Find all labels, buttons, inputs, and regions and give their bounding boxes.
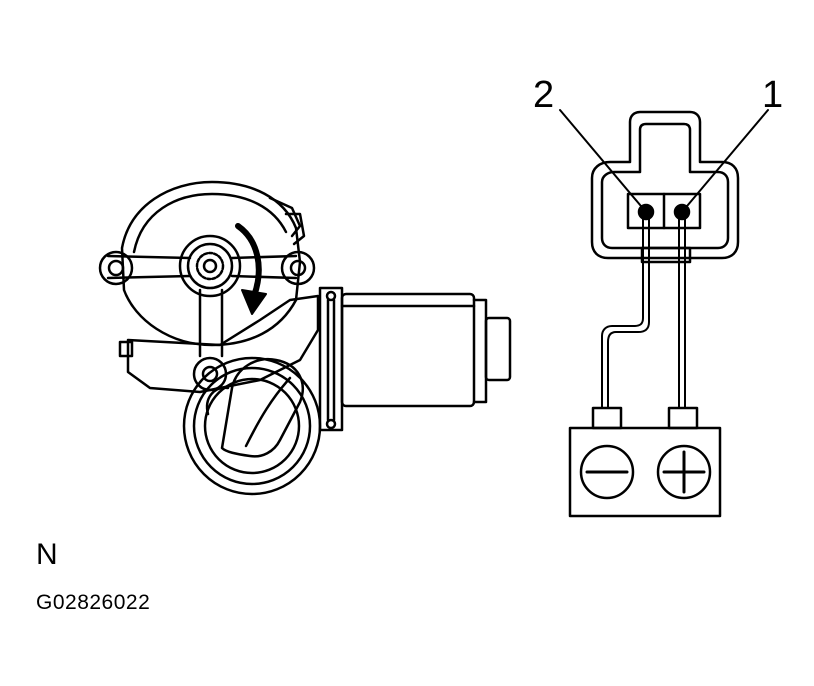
output-shaft <box>178 234 242 298</box>
view-letter: N <box>36 538 58 571</box>
pin-2-label: 2 <box>533 74 555 116</box>
battery-terminal-negative <box>591 406 623 430</box>
gear-cover <box>120 180 302 347</box>
battery <box>568 406 722 518</box>
mounting-hole-left <box>98 250 134 286</box>
leader-line-1 <box>681 109 769 213</box>
battery-body <box>568 426 722 518</box>
figure-code: G02826022 <box>36 591 151 614</box>
pin-1-label: 1 <box>762 74 784 116</box>
connector-shell-outer <box>590 110 740 260</box>
wire-positive <box>678 211 686 409</box>
mounting-bracket <box>106 254 298 358</box>
mounting-hole-bottom <box>192 356 228 392</box>
window-motor <box>98 180 512 496</box>
rotation-arrow <box>235 223 262 299</box>
plus-icon <box>656 444 712 500</box>
leader-line-2 <box>559 109 647 213</box>
motor-cylinder <box>318 286 512 432</box>
housing-body <box>126 294 320 394</box>
worm-tube <box>220 358 304 458</box>
battery-terminal-positive <box>667 406 699 430</box>
mounting-hole-right <box>280 250 316 286</box>
minus-icon <box>579 444 635 500</box>
connector <box>590 110 740 264</box>
rotation-arrowhead <box>241 289 267 315</box>
wire-negative <box>601 211 650 409</box>
connector-shell-inner <box>600 122 730 250</box>
